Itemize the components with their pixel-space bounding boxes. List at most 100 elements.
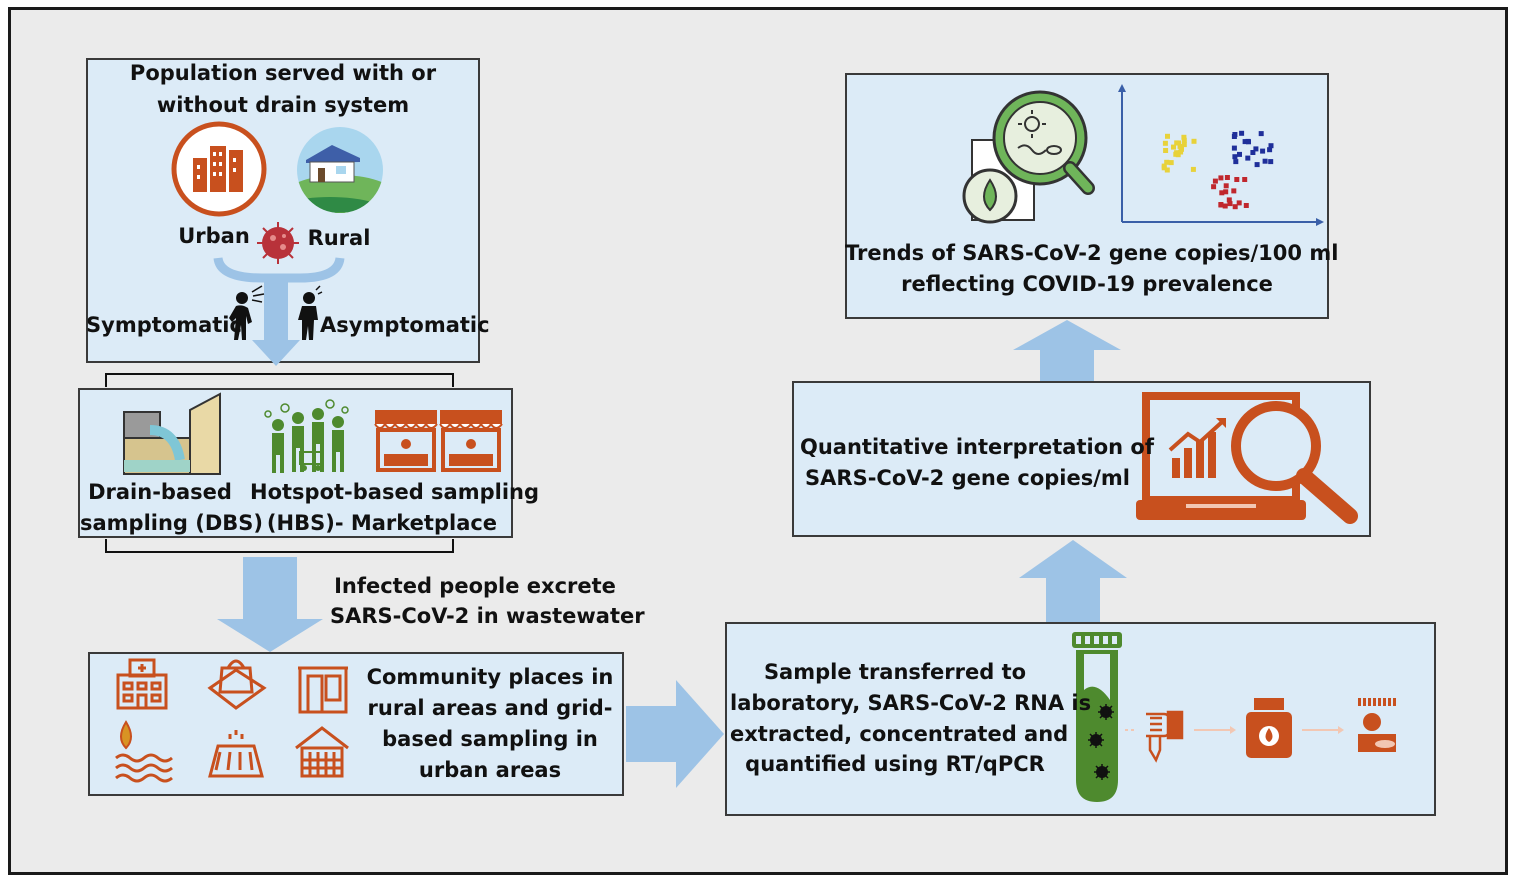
scatter-point [1243, 203, 1249, 208]
sampling-bracket-top [105, 373, 454, 387]
interpretation-label-line1: Quantitative interpretation of [800, 435, 1154, 459]
scatter-point [1171, 144, 1176, 150]
door-icon [298, 666, 348, 714]
shopping-bag-icon [207, 659, 267, 710]
scatter-point [1212, 178, 1218, 184]
community-label-line4: urban areas [418, 758, 562, 782]
lab-label-line4: quantified using RT/qPCR [745, 752, 1045, 776]
up-arrow-1-shaft [1046, 578, 1100, 622]
scatter-point [1222, 203, 1228, 209]
scatter-point [1218, 202, 1224, 208]
scatter-point [1245, 138, 1251, 144]
trends-lab-icon [962, 90, 1095, 224]
scatter-point [1164, 167, 1170, 173]
scatter-points [1161, 130, 1274, 210]
trends-label-line1: Trends of SARS-CoV-2 gene copies/100 ml [845, 241, 1339, 265]
lab-label-line3: extracted, concentrated and [730, 722, 1069, 746]
hospital-icon [116, 658, 168, 710]
scatter-point [1231, 188, 1237, 194]
community-label-line1: Community places in [366, 665, 614, 689]
right-arrow-head [676, 680, 724, 788]
population-title-line2: without drain system [156, 93, 410, 117]
dbs-label-line1: Drain-based [88, 480, 232, 504]
scatter-point [1239, 130, 1245, 136]
scatter-x-arrow [1316, 218, 1324, 226]
lab-label-line2: laboratory, SARS-CoV-2 RNA is [730, 691, 1092, 715]
scatter-point [1179, 146, 1184, 152]
scatter-point [1267, 147, 1273, 153]
symptomatic-label: Symptomatic [86, 313, 242, 337]
community-label-line2: rural areas and grid- [367, 696, 613, 720]
scatter-point [1232, 154, 1238, 160]
symptomatic-person-icon [229, 285, 265, 340]
scatter-point [1224, 175, 1230, 180]
hbs-label-line2: (HBS)- Marketplace [266, 511, 498, 535]
interpretation-label-line2: SARS-CoV-2 gene copies/ml [805, 466, 1130, 490]
scatter-point [1181, 137, 1187, 143]
scatter-point [1174, 140, 1180, 146]
scatter-point [1250, 150, 1256, 155]
scatter-point [1268, 143, 1274, 149]
up-arrow-1-head [1019, 540, 1127, 578]
community-label-line3: based sampling in [382, 727, 598, 751]
scatter-point [1233, 159, 1239, 165]
scatter-point [1231, 145, 1237, 151]
scatter-point [1211, 184, 1217, 190]
scatter-point [1234, 177, 1240, 182]
urban-icon [171, 121, 267, 217]
scatter-point [1236, 200, 1242, 206]
arrow-2-head [1338, 726, 1344, 734]
asymptomatic-person-icon [298, 285, 323, 340]
scatter-point [1237, 151, 1242, 157]
qpcr-machine-icon [1358, 698, 1396, 752]
pipette-icon [1146, 710, 1184, 763]
scatter-point [1177, 143, 1183, 149]
dbs-label-line2: sampling (DBS) [80, 511, 264, 535]
population-title-line1: Population served with or [129, 61, 437, 85]
down-arrow-2-shaft [243, 557, 297, 619]
scatter-point [1165, 133, 1170, 139]
scatter-point [1258, 131, 1264, 137]
arrow-1-head [1230, 726, 1236, 734]
sampling-bracket-bottom [105, 539, 454, 553]
community-box [88, 652, 624, 796]
scatter-point [1226, 197, 1232, 203]
scatter-point [1173, 151, 1179, 157]
scatter-point [1268, 159, 1274, 165]
down-arrow-2-head [217, 619, 323, 652]
scatter-point [1219, 190, 1225, 196]
lab-label-line1: Sample transferred to [763, 660, 1027, 684]
scatter-point [1253, 146, 1259, 152]
scatter-point [1260, 148, 1266, 154]
hbs-label-line1: Hotspot-based sampling [250, 480, 540, 504]
trends-label-line2: reflecting COVID-19 prevalence [901, 272, 1273, 296]
down-arrow-1-shaft [264, 278, 288, 340]
scatter-y-arrow [1118, 84, 1126, 92]
crowd-icon [264, 399, 349, 473]
scatter-point [1181, 142, 1187, 148]
scatter-point [1168, 160, 1174, 166]
market-stall-icon [374, 410, 503, 472]
water-drop-icon [115, 720, 173, 783]
right-arrow-shaft [626, 706, 676, 762]
fenced-house-icon [295, 726, 349, 778]
asymptomatic-label: Asymptomatic [320, 313, 490, 337]
scatter-point [1242, 177, 1248, 182]
drain-icon [123, 392, 221, 475]
scatter-point [1218, 175, 1224, 181]
scatter-point [1164, 159, 1170, 165]
virus-icon [257, 222, 299, 264]
laptop-magnifier-icon [1136, 392, 1358, 524]
down-arrow-1-head [252, 340, 300, 366]
scatter-point [1232, 204, 1238, 210]
urban-label: Urban [178, 224, 250, 248]
scatter-point [1162, 140, 1168, 146]
water-tray-icon [208, 730, 264, 778]
up-arrow-2-shaft [1040, 350, 1094, 381]
scatter-point [1242, 139, 1248, 145]
scatter-point [1161, 165, 1167, 171]
excrete-label-line1: Infected people excrete [334, 574, 616, 598]
test-tube-icon [1072, 632, 1122, 802]
excrete-label-line2: SARS-CoV-2 in wastewater [330, 604, 645, 628]
